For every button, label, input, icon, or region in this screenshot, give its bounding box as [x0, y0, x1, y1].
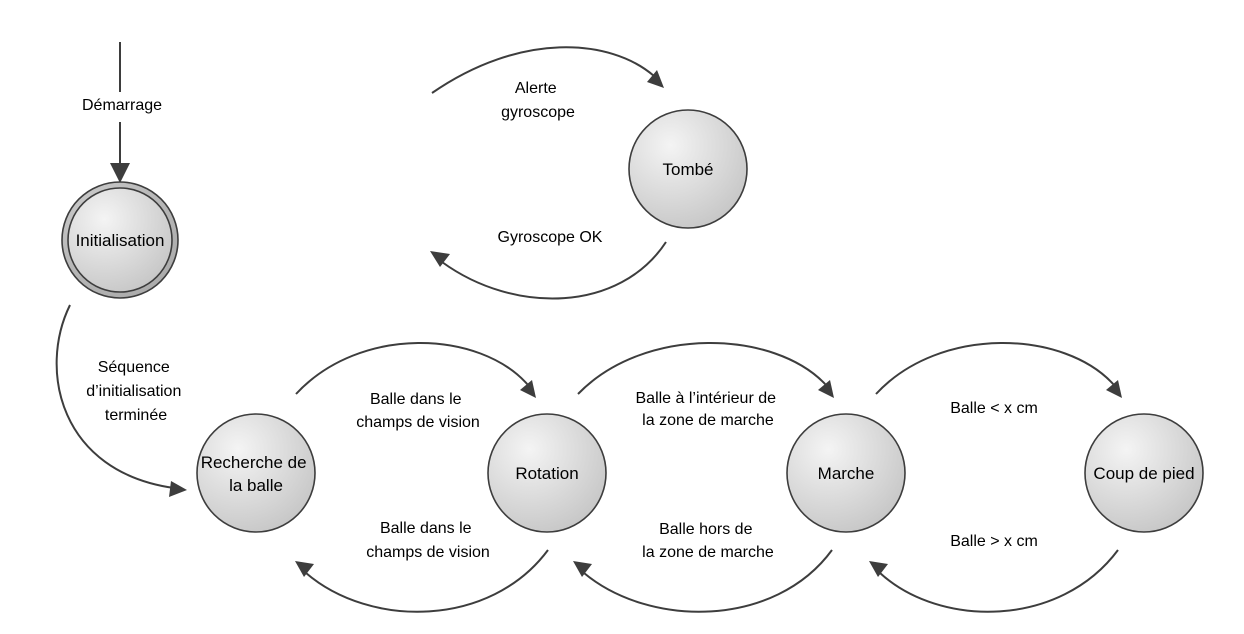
state-tombe: Tombé [628, 109, 748, 229]
transition-gyroscope-ok-arrowhead [430, 251, 450, 267]
transition-marche-to-coup-arc [875, 342, 1115, 395]
transition-rotation-to-recherche-arrowhead [295, 561, 314, 577]
state-marche-circle [786, 413, 906, 533]
transition-marche-to-rotation-arrowhead [573, 561, 592, 577]
transition-rotation-to-recherche-arc [305, 549, 549, 613]
state-rotation-circle [487, 413, 607, 533]
transition-demarrage-label: Démarrage [82, 97, 162, 114]
transition-rotation-to-marche-arrowhead [818, 380, 834, 398]
state-initialisation-inner-circle [67, 187, 173, 293]
transition-coup-to-marche-arrowhead [869, 561, 888, 577]
transition-alerte-gyroscope-label: Alerte gyroscope [501, 80, 575, 121]
transition-coup-to-marche-arc [879, 549, 1119, 613]
transition-gyroscope-ok-arc [441, 241, 667, 300]
transition-rotation-to-marche-label: Balle à l’intérieur de la zone de marche [636, 390, 781, 429]
state-tombe-circle [628, 109, 748, 229]
transition-marche-to-coup-arrowhead [1106, 380, 1122, 398]
transition-recherche-to-rotation-arc [295, 342, 529, 395]
transition-alerte-gyroscope-arrowhead [647, 70, 664, 88]
state-coup-de-pied-label: Coup de pied [1093, 464, 1194, 483]
transition-marche-to-rotation-label: Balle hors de la zone de marche [642, 521, 774, 561]
transition-alerte-gyroscope-arc [431, 46, 655, 94]
transition-gyroscope-ok-label: Gyroscope OK [498, 229, 603, 246]
transition-recherche-to-rotation-arrowhead [520, 380, 536, 398]
transition-recherche-to-rotation-label: Balle dans le champs de vision [356, 391, 480, 431]
state-marche-label: Marche [818, 464, 875, 483]
state-initialisation: Initialisation [61, 181, 179, 299]
state-rotation: Rotation [487, 413, 607, 533]
state-recherche-label: Recherche de la balle [201, 453, 312, 495]
transition-rotation-to-marche-arc [577, 342, 827, 395]
transition-marche-to-rotation-arc [583, 549, 833, 613]
transition-marche-to-coup-label: Balle < x cm [950, 400, 1038, 417]
transition-sequence-init-arc [55, 304, 175, 489]
state-initialisation-label: Initialisation [76, 231, 165, 250]
state-marche: Marche [786, 413, 906, 533]
state-rotation-label: Rotation [515, 464, 578, 483]
transition-sequence-init-arrowhead [169, 481, 187, 497]
state-recherche-circle [196, 413, 316, 533]
transition-rotation-to-recherche-label: Balle dans le champs de vision [366, 520, 490, 561]
transition-coup-to-marche-label: Balle > x cm [950, 533, 1038, 550]
state-coup-de-pied: Coup de pied [1084, 413, 1204, 533]
transition-sequence-init-label: Séquence d’initialisation terminée [86, 359, 186, 424]
state-tombe-label: Tombé [662, 160, 713, 179]
start-arrowhead [110, 163, 130, 183]
state-recherche-de-la-balle: Recherche de la balle [196, 413, 316, 533]
state-coup-de-pied-circle [1084, 413, 1204, 533]
